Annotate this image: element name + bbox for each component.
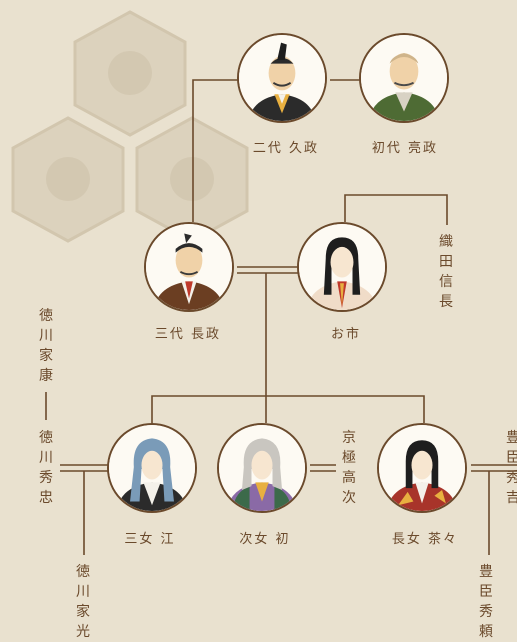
hisamasa-portrait (237, 33, 327, 123)
kyogoku-takatsugu-label: 京極高次 (342, 430, 356, 506)
hatsu-label: 次女 初 (239, 532, 291, 547)
tokugawa-iemitsu-label: 徳川家光 (76, 564, 90, 640)
go-portrait (107, 423, 197, 513)
toyotomi-hideyori-label: 豊臣秀頼 (479, 564, 493, 640)
go-label: 三女 江 (124, 532, 176, 547)
sukemasa-label: 初代 亮政 (371, 141, 439, 156)
sukemasa-portrait (359, 33, 449, 123)
chacha-portrait (377, 423, 467, 513)
nagamasa-label: 三代 長政 (154, 327, 222, 342)
toyotomi-hideyoshi-label: 豊臣秀吉 (506, 430, 517, 506)
hisamasa-label: 二代 久政 (252, 141, 320, 156)
oda-nobunaga-label: 織田信長 (439, 234, 453, 310)
hatsu-portrait (217, 423, 307, 513)
oichi-label: お市 (330, 327, 362, 342)
oichi-portrait (297, 222, 387, 312)
chacha-label: 長女 茶々 (391, 532, 459, 547)
tokugawa-ieyasu-label: 徳川家康 (39, 308, 53, 384)
tokugawa-hidetada-label: 徳川秀忠 (39, 430, 53, 506)
nagamasa-portrait (144, 222, 234, 312)
